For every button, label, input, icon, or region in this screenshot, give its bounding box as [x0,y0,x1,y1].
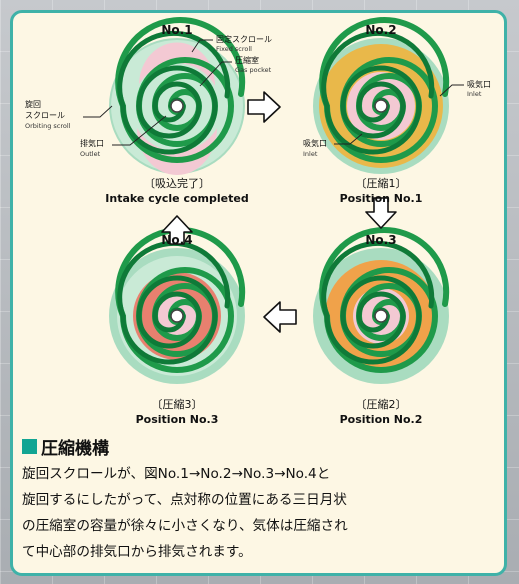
scroll-no1 [109,17,246,176]
arrow-up-icon [161,215,193,245]
label-outlet-en: Outlet [80,150,101,158]
scroll-no4 [109,227,246,384]
label-orbiting-en: Orbiting scroll [25,122,71,130]
description-line: て中心部の排気口から排気されます。 [22,544,252,560]
label-outlet-jp: 排気口 [80,138,104,148]
caption-en-no4: Position No.3 [136,413,219,426]
state-number-no4: No.4 [161,233,192,247]
leader-outlet [112,115,167,146]
label-gas-pocket-jp: 圧縮室 [235,55,259,65]
state-number-no3: No.3 [365,233,396,247]
outlet-port-no1 [170,99,184,113]
section-title: 圧縮機構 [22,434,109,459]
label-fixed-scroll-jp: 固定スクロール [216,34,272,44]
leader-inlet-mid [334,133,363,145]
label-orbiting-jp-2: スクロール [25,111,65,120]
scroll-no3 [313,227,450,384]
description: 旋回スクロールが、図No.1→No.2→No.3→No.4と 旋回するにしたがっ… [22,461,500,565]
arrow-down-icon [365,197,397,229]
caption-en-no2: Position No.1 [340,192,423,205]
section-marker-icon [22,439,37,454]
caption-jp-no3: 〔圧縮2〕 [356,397,407,411]
caption-jp-no4: 〔圧縮3〕 [152,397,203,411]
scroll-no2 [313,17,450,174]
gas-pocket-no1-b [139,42,216,86]
label-inlet-mid-en: Inlet [303,150,318,158]
description-line: の圧縮室の容量が徐々に小さくなり、気体は圧縮され [22,518,348,534]
caption-jp-no1: 〔吸込完了〕 [144,176,210,190]
section-title-text: 圧縮機構 [41,439,109,459]
state-number-no2: No.2 [365,23,396,37]
leader-fixed-scroll [191,39,213,53]
description-line: 旋回するにしたがって、点対称の位置にある三日月状 [22,492,347,508]
leader-orbiting-scroll [83,105,113,118]
arrow-right-icon [247,91,281,123]
leader-inlet-right [439,84,464,97]
label-inlet-right-jp: 吸気口 [467,79,491,89]
label-gas-pocket-en: Gas pocket [235,66,272,74]
label-orbiting-jp-1: 旋回 [25,99,41,109]
label-fixed-scroll-en: Fixed scroll [216,45,252,53]
label-inlet-mid-jp: 吸気口 [303,138,327,148]
label-inlet-right-en: Inlet [467,90,482,98]
arrow-left-icon [263,301,297,333]
caption-en-no3: Position No.2 [340,413,423,426]
caption-en-no1: Intake cycle completed [105,192,248,205]
leader-gas-pocket [199,61,232,87]
description-line: 旋回スクロールが、図No.1→No.2→No.3→No.4と [22,466,331,482]
caption-jp-no2: 〔圧縮1〕 [356,176,407,190]
state-number-no1: No.1 [161,23,192,37]
